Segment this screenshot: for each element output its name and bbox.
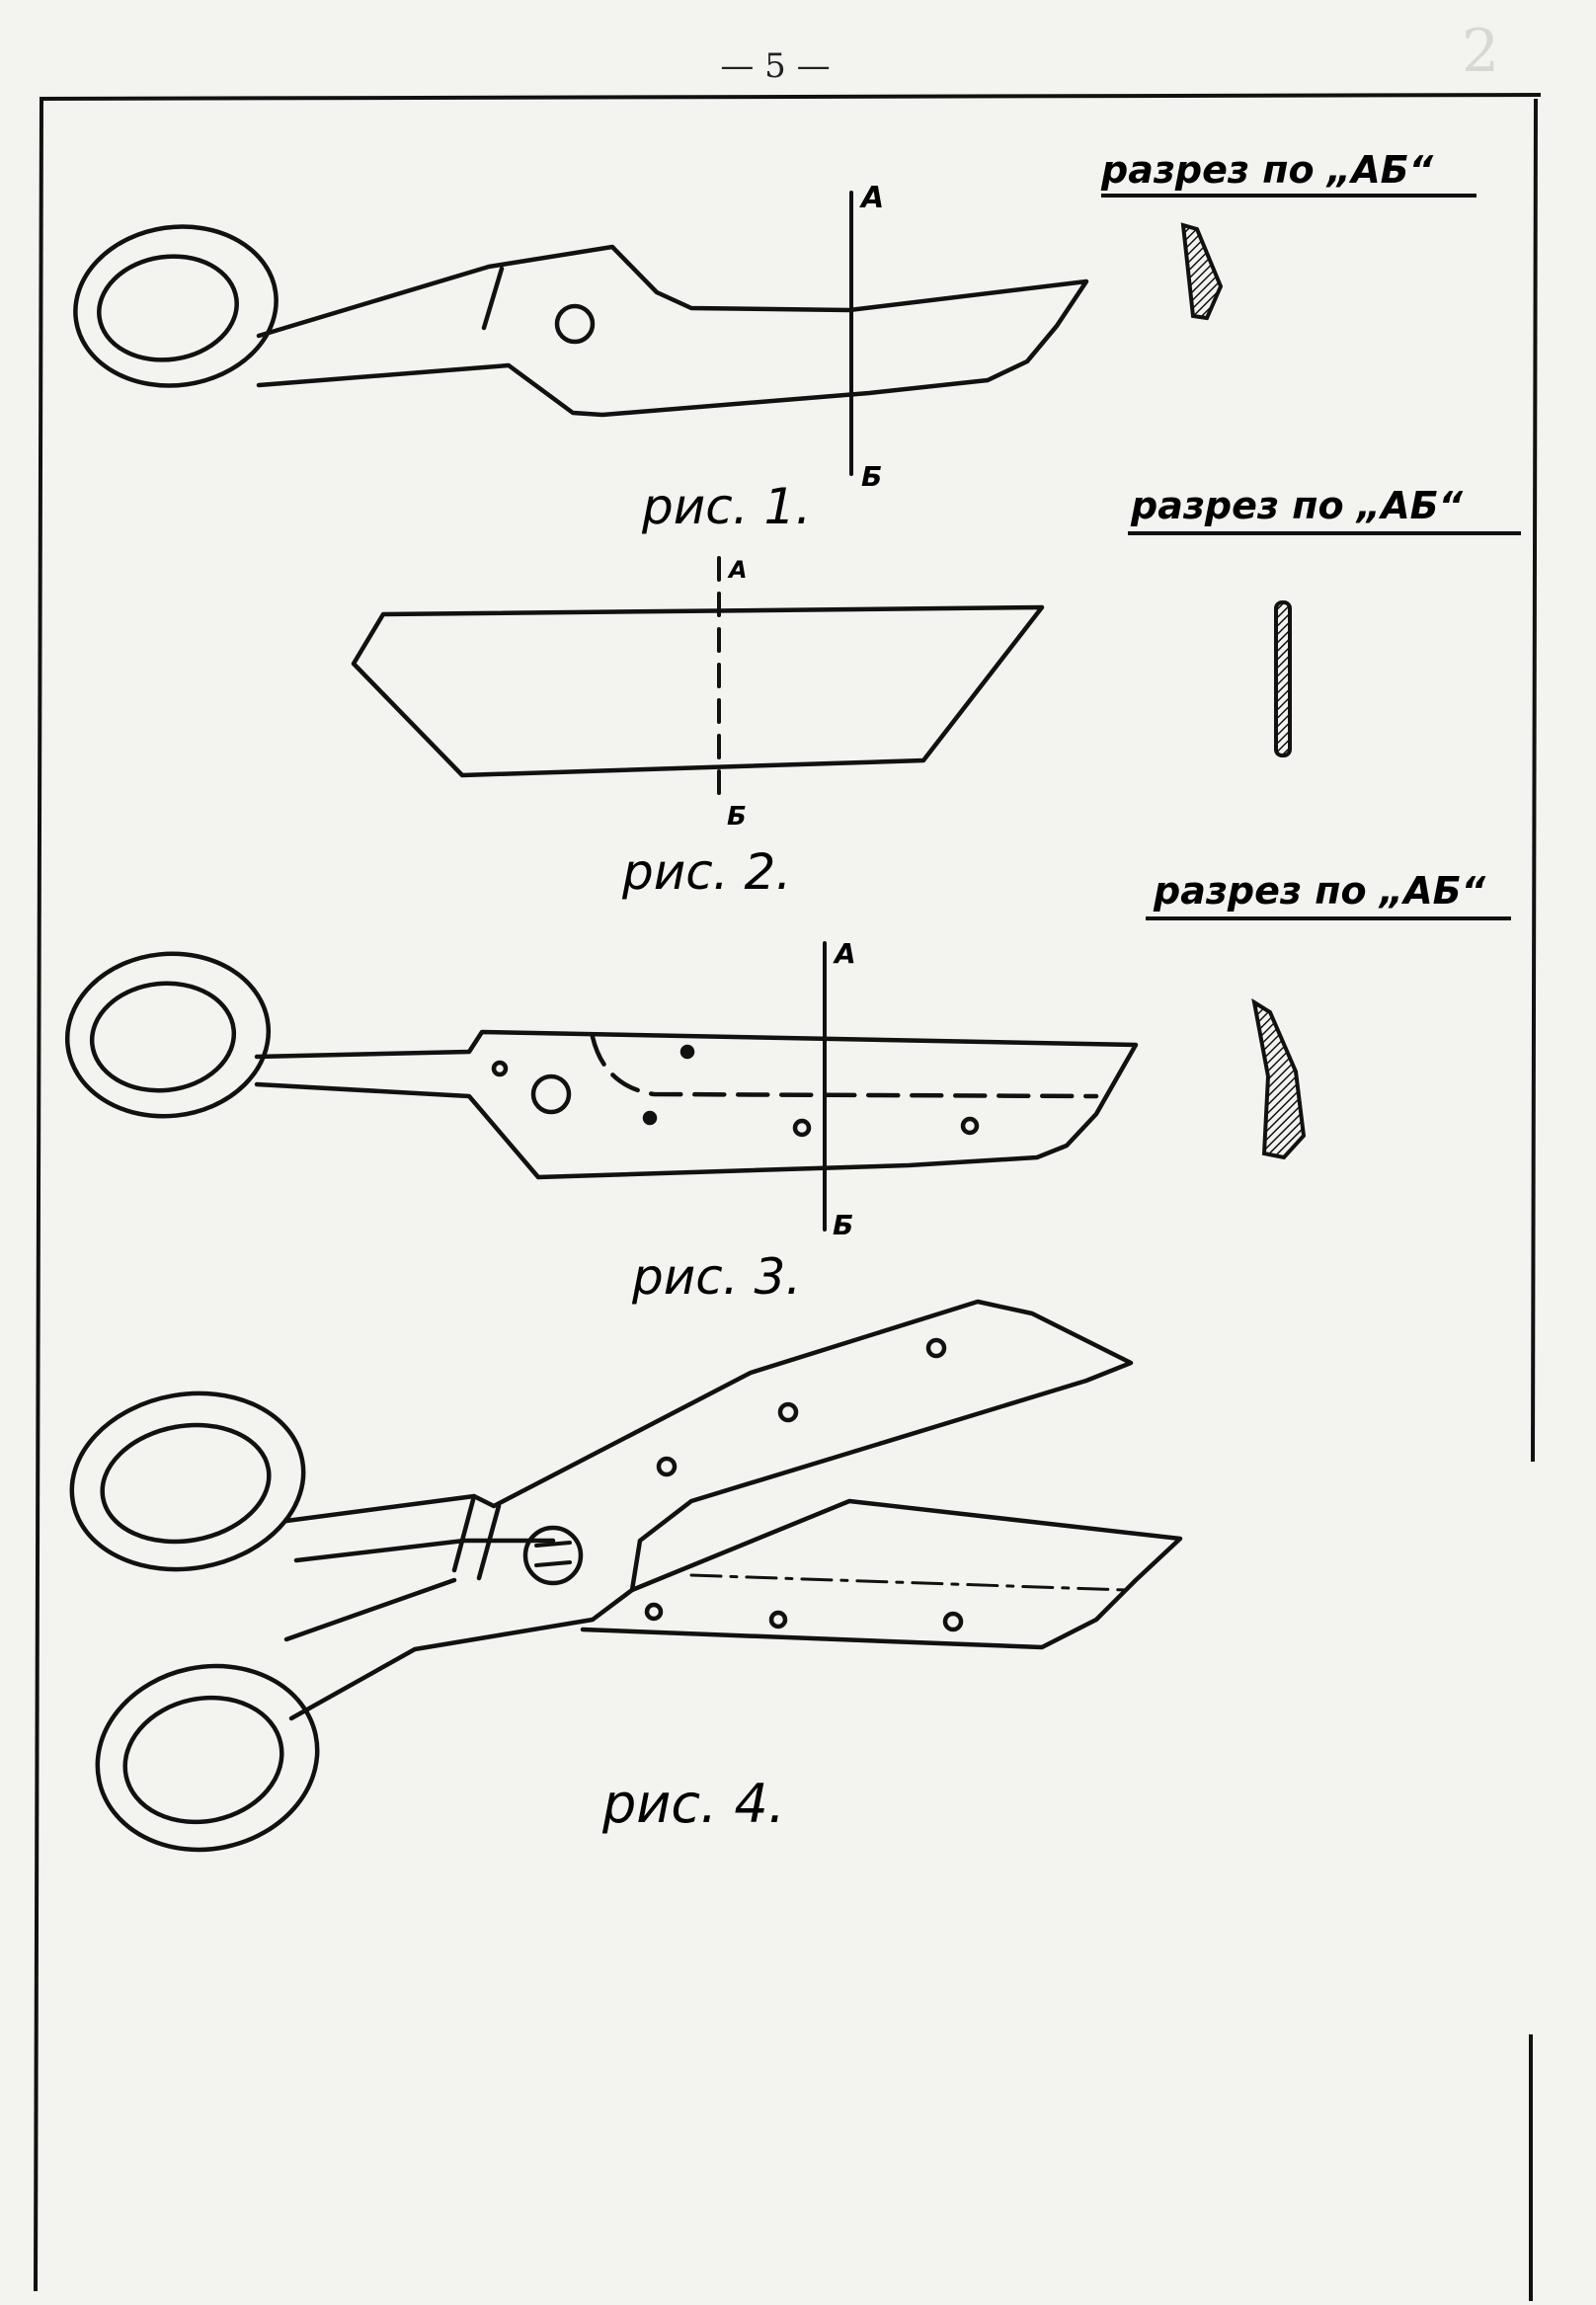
figure-3 <box>64 941 1139 1232</box>
fig3-handle-ring-outer <box>64 951 272 1119</box>
fig3-caption: рис. 3. <box>631 1248 801 1306</box>
fig3-internal-curve <box>590 1034 1099 1099</box>
fig1-handle-ring-outer <box>73 224 279 388</box>
fig3-blade-outline <box>254 1029 1139 1180</box>
figure-1 <box>73 191 1089 476</box>
fig1-label-b: Б <box>861 460 882 493</box>
fig1-section-label: разрез по „АБ“ <box>1100 148 1434 192</box>
fig3-label-b: Б <box>833 1209 853 1241</box>
fig1-label-a: А <box>859 181 884 215</box>
fig2-section-label: разрез по „АБ“ <box>1130 484 1464 527</box>
fig3-section-label: разрез по „АБ“ <box>1153 869 1486 913</box>
fig3-section-profile <box>1251 997 1307 1160</box>
figure-4 <box>69 1299 1183 1853</box>
fig2-label-a: А <box>727 556 748 584</box>
fig3-pivot-hole <box>530 1073 572 1115</box>
corner-mark: 2 <box>1462 17 1499 86</box>
fig2-caption: рис. 2. <box>621 843 791 901</box>
fig3-label-a: А <box>833 937 856 970</box>
fig2-label-b: Б <box>727 802 747 832</box>
fig1-blade-outline <box>256 244 1089 418</box>
page-frame <box>34 93 1542 2301</box>
fig4-upper-handle-outer <box>69 1391 306 1572</box>
fig4-center-line <box>689 1573 1128 1592</box>
figure-2 <box>351 556 1045 802</box>
fig1-section-profile <box>1180 222 1224 321</box>
fig1-pivot-hole <box>554 303 596 345</box>
fig3-handle-ring-inner <box>89 981 237 1093</box>
fig1-handle-ring-inner <box>97 254 239 362</box>
fig1-caption: рис. 1. <box>641 478 811 535</box>
fig4-upper-handle-inner <box>100 1422 272 1545</box>
fig4-lower-handle-inner <box>122 1695 284 1825</box>
page-number: — 5 — <box>720 46 830 86</box>
fig4-pivot-screw <box>522 1525 584 1586</box>
fig4-caption: рис. 4. <box>601 1773 785 1835</box>
fig4-lower-blade <box>288 1498 1183 1721</box>
fig4-upper-blade <box>283 1299 1134 1593</box>
fig2-blade-outline <box>351 604 1045 778</box>
fig2-section-profile <box>1274 600 1292 757</box>
fig4-lower-handle-outer <box>95 1663 320 1853</box>
